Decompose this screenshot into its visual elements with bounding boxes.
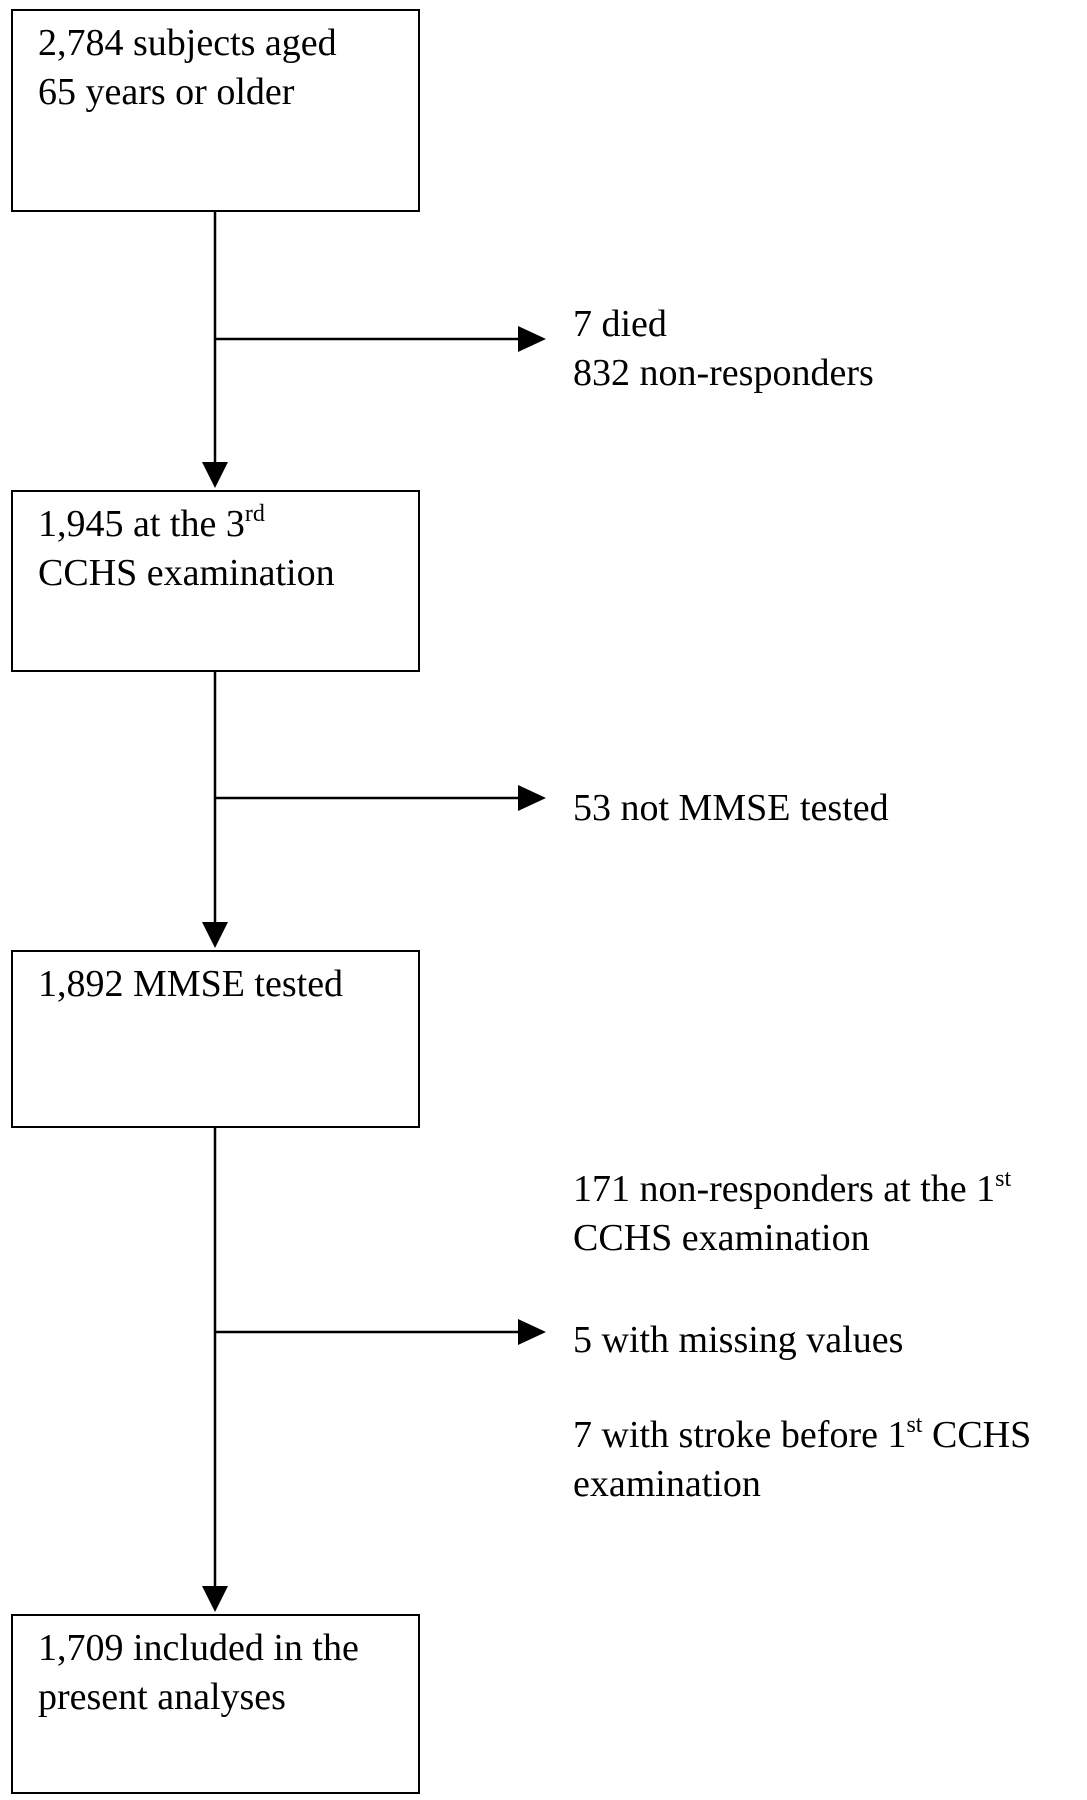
exclusion-note-3-item1-main: 171 non-responders at the 1 xyxy=(573,1168,996,1210)
exclusion-note-2-line1: 53 not MMSE tested xyxy=(573,787,889,829)
box-initial-cohort-line1: 2,784 subjects aged xyxy=(38,22,337,64)
exclusion-note-3-item1-line1: 171 non-responders at the 1st xyxy=(573,1165,1011,1214)
box-third-examination-line1: 1,945 at the 3rd xyxy=(38,500,335,549)
exclusion-note-3-item2: 5 with missing values xyxy=(573,1316,903,1365)
box-initial-cohort-text: 2,784 subjects aged 65 years or older xyxy=(38,19,337,117)
box-mmse-tested: 1,892 MMSE tested xyxy=(11,950,420,1128)
box-mmse-tested-text: 1,892 MMSE tested xyxy=(38,960,343,1009)
exclusion-note-2: 53 not MMSE tested xyxy=(573,784,889,833)
exclusion-arrow-2 xyxy=(215,785,546,811)
box-initial-cohort: 2,784 subjects aged 65 years or older xyxy=(11,9,420,212)
exclusion-note-1: 7 died 832 non-responders xyxy=(573,300,874,398)
exclusion-note-3-item1-ordinal: st xyxy=(995,1166,1012,1192)
box-third-examination: 1,945 at the 3rd CCHS examination xyxy=(11,490,420,672)
exclusion-note-3-item3-line1: 7 with stroke before 1st CCHS xyxy=(573,1411,1031,1460)
exclusion-note-3-item3-main: 7 with stroke before 1 xyxy=(573,1414,907,1456)
connector-box1-to-box2 xyxy=(202,212,228,488)
box-initial-cohort-line2: 65 years or older xyxy=(38,71,295,113)
box-final-sample-text: 1,709 included in the present analyses xyxy=(38,1624,359,1722)
connector-box2-to-box3 xyxy=(202,672,228,948)
exclusion-arrow-1 xyxy=(215,326,546,352)
box-final-sample-line2: present analyses xyxy=(38,1676,286,1718)
exclusion-note-3-item2-line1: 5 with missing values xyxy=(573,1319,904,1361)
box-mmse-tested-line1: 1,892 MMSE tested xyxy=(38,963,344,1005)
box-third-examination-line2: CCHS examination xyxy=(38,552,335,594)
exclusion-note-1-line2: 832 non-responders xyxy=(573,352,874,394)
exclusion-note-3-item3-ordinal: st xyxy=(906,1412,923,1438)
box-third-examination-text: 1,945 at the 3rd CCHS examination xyxy=(38,500,335,598)
connector-box3-to-box4 xyxy=(202,1128,228,1612)
box-third-examination-line1-main: 1,945 at the 3 xyxy=(38,503,245,545)
exclusion-note-3-item3-line2: examination xyxy=(573,1463,761,1505)
exclusion-note-3-item1-line2: CCHS examination xyxy=(573,1217,870,1259)
exclusion-note-1-line1: 7 died xyxy=(573,303,667,345)
box-third-examination-ordinal: rd xyxy=(244,501,265,527)
exclusion-arrow-3 xyxy=(215,1319,546,1345)
exclusion-note-3: 171 non-responders at the 1st CCHS exami… xyxy=(573,1165,1011,1263)
exclusion-note-3-item3-suffix: CCHS xyxy=(922,1414,1032,1456)
box-final-sample: 1,709 included in the present analyses xyxy=(11,1614,420,1794)
exclusion-note-3-item3: 7 with stroke before 1st CCHS examinatio… xyxy=(573,1411,1031,1509)
box-final-sample-line1: 1,709 included in the xyxy=(38,1627,359,1669)
